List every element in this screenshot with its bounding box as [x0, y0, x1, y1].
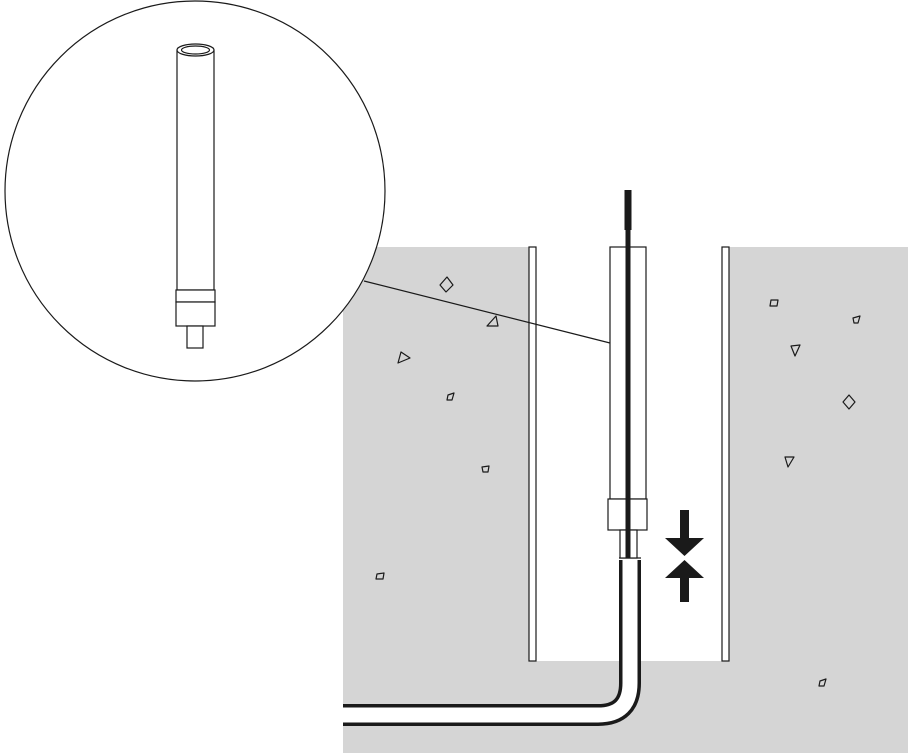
- tube-detail-tip: [186, 325, 204, 349]
- pebble: [446, 392, 455, 401]
- pebble: [818, 678, 827, 687]
- pebble: [790, 344, 801, 357]
- tube-detail: [175, 43, 216, 349]
- pebble: [784, 456, 795, 468]
- pebble: [852, 315, 861, 324]
- tube-detail-sleeve: [175, 301, 216, 327]
- aggregate-pebbles: [375, 276, 861, 687]
- casing-wall-right: [721, 246, 730, 662]
- tube-detail-body: [176, 49, 215, 291]
- gap-indicator-arrows: [665, 510, 704, 602]
- probe-cable: [624, 190, 632, 558]
- pebble: [769, 299, 779, 307]
- casing-wall-left: [528, 246, 537, 662]
- detail-leader-line: [363, 280, 611, 344]
- tube-detail-collar: [175, 289, 216, 303]
- pebble: [397, 351, 411, 364]
- pebble: [375, 572, 385, 580]
- pebble: [486, 315, 499, 327]
- pebble: [842, 394, 856, 410]
- tube-detail-inner-rim: [180, 45, 211, 55]
- pebble: [439, 276, 454, 293]
- pebble: [481, 465, 490, 473]
